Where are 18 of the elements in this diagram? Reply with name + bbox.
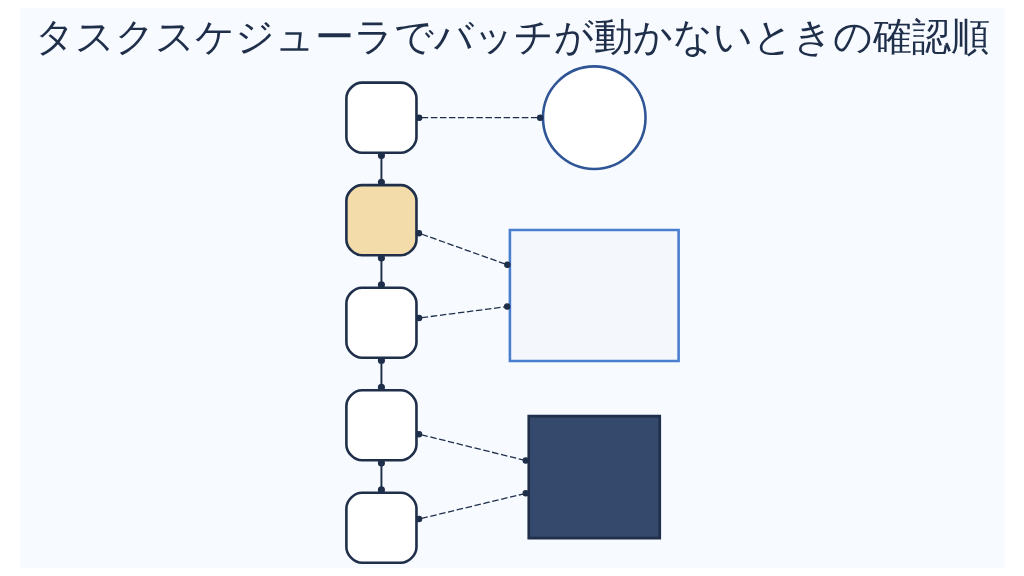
connector bbox=[377, 356, 385, 391]
connector bbox=[415, 490, 529, 523]
connector bbox=[415, 430, 529, 464]
node-box bbox=[344, 491, 418, 565]
connector bbox=[415, 114, 543, 121]
connector bbox=[377, 151, 385, 186]
diagram-title: タスクスケジューラでバッチが動かないときの確認順 bbox=[34, 13, 990, 59]
node-box bbox=[344, 286, 418, 360]
connector bbox=[415, 229, 511, 269]
node-box bbox=[344, 388, 418, 462]
node-box bbox=[344, 183, 418, 257]
node-box bbox=[508, 228, 680, 363]
connector bbox=[415, 303, 510, 322]
node-box bbox=[344, 81, 418, 154]
node-box bbox=[526, 414, 661, 540]
connector bbox=[377, 254, 385, 289]
node-circle bbox=[541, 65, 647, 171]
connector bbox=[377, 459, 385, 494]
